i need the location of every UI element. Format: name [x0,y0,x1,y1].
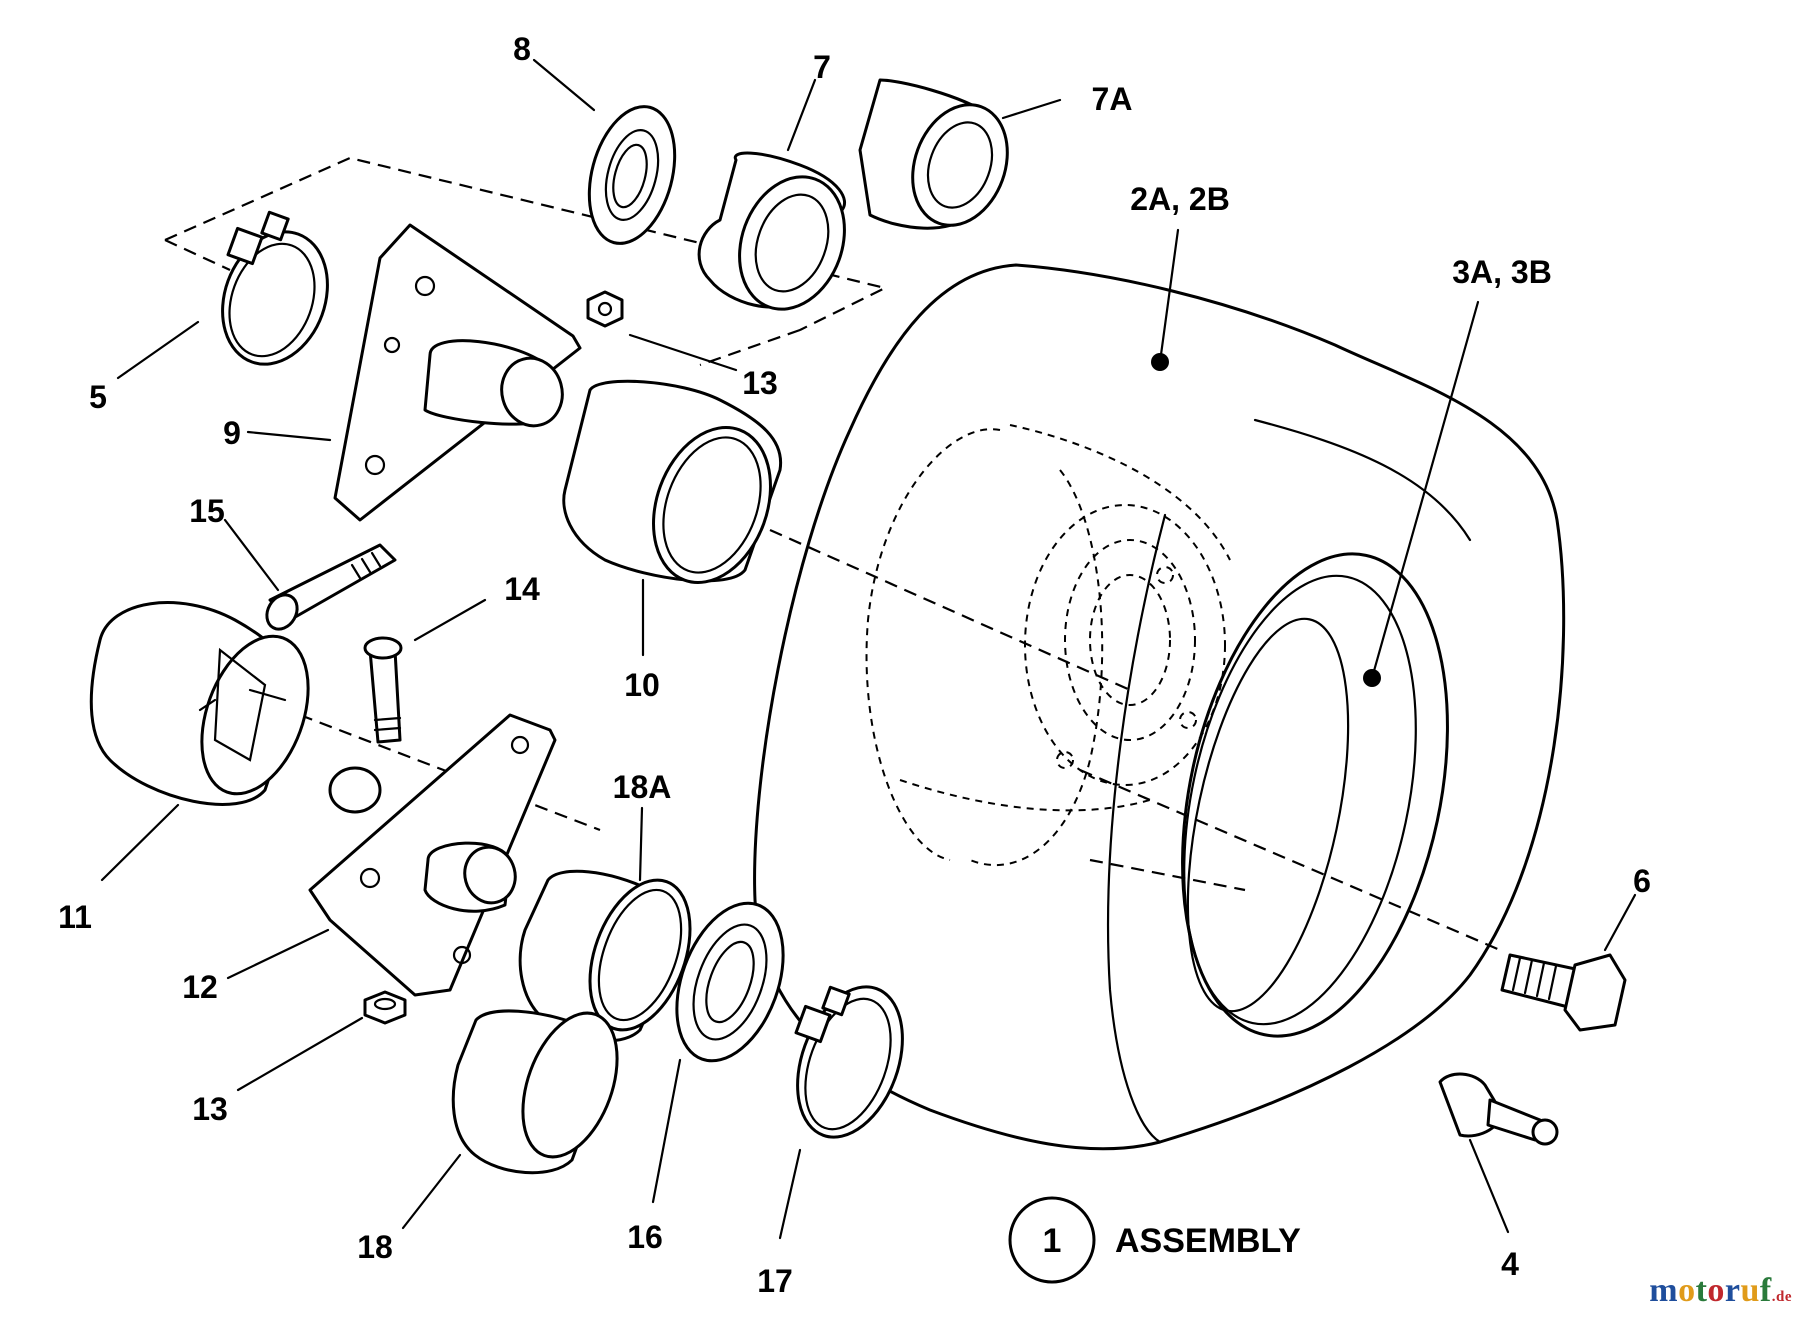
hose-clamp-17 [778,985,904,1240]
callout-5: 5 [89,379,107,415]
nut-13-top [586,290,738,372]
assembly-label: ASSEMBLY [1115,1222,1301,1260]
bushing-10 [562,379,783,657]
tire-wheel-assembly [753,228,1566,1151]
bolt-15 [223,518,397,631]
callout-18a: 18A [613,769,672,805]
callout-3a-3b: 3A, 3B [1452,254,1552,290]
assembly-number-circle [1008,1196,1096,1284]
watermark-suffix: .de [1771,1289,1792,1305]
watermark-logo: motoruf.de [1649,1272,1792,1310]
valve-stem-4 [1438,1072,1559,1234]
callout-16: 16 [627,1219,663,1255]
callout-labels: 8 7 7A 2A, 2B 3A, 3B 5 9 13 15 10 14 11 … [58,31,1651,1299]
callout-17: 17 [757,1263,793,1299]
bushing-18 [401,1009,619,1230]
callout-12: 12 [182,969,218,1005]
wheel-insert-11 [89,601,310,882]
callout-13-bottom: 13 [192,1091,228,1127]
bearing-16 [651,901,785,1204]
axle-centerline [299,528,1501,952]
callout-4: 4 [1501,1246,1519,1282]
tire-outline [753,263,1566,1151]
assembly-legend: 1 ASSEMBLY [1008,1196,1301,1284]
hidden-hub [865,428,1001,861]
assembly-number: 1 [1043,1222,1062,1260]
bearing-8 [532,58,677,245]
bracket-9 [246,223,582,522]
hardware-boundary [164,156,889,367]
callout-11: 11 [58,899,92,935]
bolt-14 [363,598,487,744]
bushing-18a [518,806,692,1043]
tire-tread-edge [1253,418,1472,542]
rim-outer [1181,552,1449,1038]
hose-clamp-5 [116,210,329,380]
callout-10: 10 [624,667,660,703]
callout-14: 14 [504,571,540,607]
callout-2a-2b: 2A, 2B [1130,181,1230,217]
nut-13-bottom [236,990,407,1092]
bracket-12 [226,713,557,997]
rim-inner [1183,574,1417,1026]
callout-6: 6 [1633,863,1651,899]
callout-15: 15 [189,493,225,529]
callout-9: 9 [223,415,241,451]
callout-13-top: 13 [742,365,778,401]
callout-7a: 7A [1092,81,1133,117]
spacer-7 [697,78,847,311]
callout-18: 18 [357,1229,393,1265]
callout-8: 8 [513,31,531,67]
callout-7: 7 [813,49,831,85]
bolt-6 [1500,893,1637,1032]
watermark-text: motoruf [1649,1272,1772,1309]
spacer-7a [858,78,1062,230]
